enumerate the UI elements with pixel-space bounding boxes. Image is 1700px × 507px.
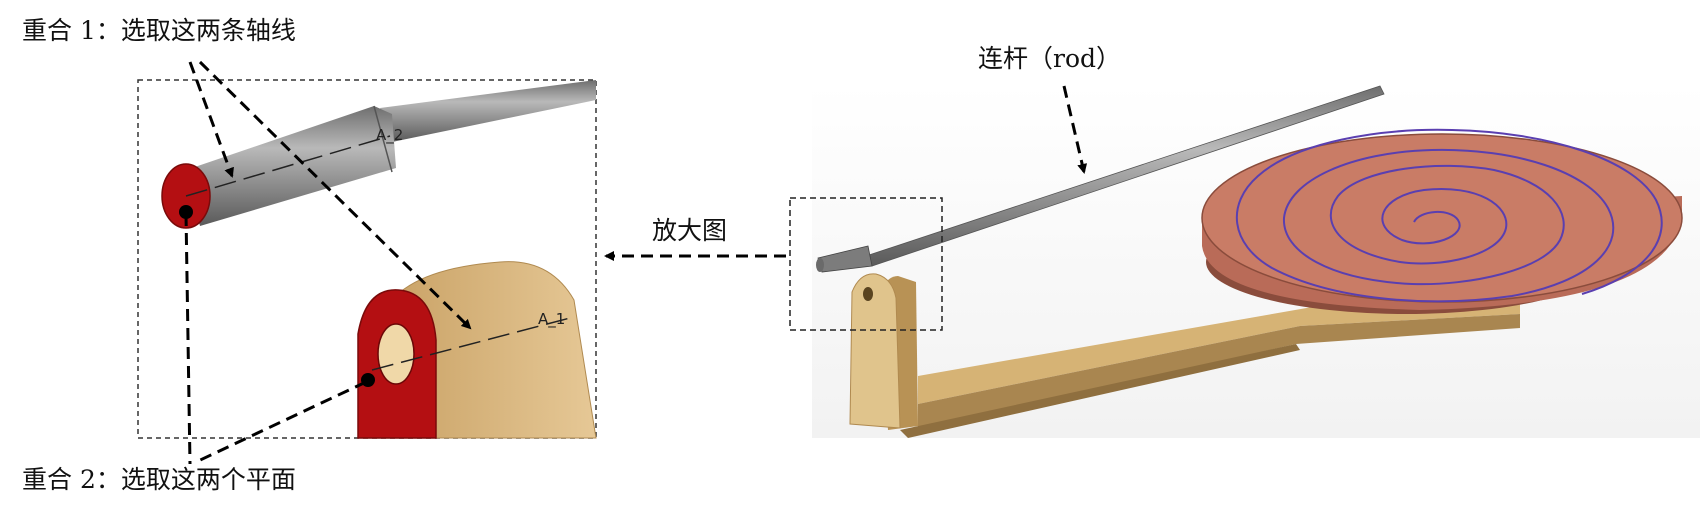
- coincident-1-label: 重合 1：选取这两条轴线: [22, 16, 296, 45]
- upright-bracket-hole: [863, 287, 873, 301]
- rod-closeup: A_2: [161, 80, 596, 229]
- enlarged-view-panel: A_2 A_1: [137, 79, 597, 439]
- rod-axis-line: [185, 135, 391, 197]
- rod-step-edge: [373, 105, 393, 173]
- plane-pick-dot-rod: [179, 205, 193, 219]
- assembly-view: [789, 84, 1700, 438]
- turntable-top: [1201, 133, 1683, 303]
- coincident-2-label: 重合 2：选取这两个平面: [22, 465, 296, 494]
- leader-from-rod-plane: [184, 213, 192, 465]
- connecting-rod: [816, 85, 1385, 273]
- rod-thin-shaft: [380, 80, 596, 142]
- upright-bracket-front: [849, 273, 901, 429]
- bracket-axis-tag: A_1: [538, 310, 565, 329]
- connecting-rod-end-face: [816, 258, 824, 272]
- base-arm-under: [900, 344, 1300, 438]
- coincident-1-leaders: [188, 60, 472, 330]
- turntable-spiral-groove: [1235, 128, 1663, 303]
- bracket-closeup: A_1: [357, 261, 597, 439]
- enlarged-view-label: 放大图: [652, 216, 728, 245]
- leader-to-rod-axis: [188, 61, 234, 178]
- leader-from-bracket-plane: [195, 380, 367, 464]
- zoom-region-box: [789, 197, 943, 331]
- bracket-side-face: [391, 261, 597, 439]
- base-arm-front: [918, 314, 1520, 428]
- bracket-hole: [377, 323, 415, 385]
- bracket-axis-line: [371, 317, 571, 371]
- coincident-2-leaders: [184, 213, 367, 465]
- rod-axis-tag: A_2: [376, 126, 403, 145]
- rod-label: 连杆（rod）: [978, 44, 1122, 73]
- leader-to-bracket-axis: [198, 60, 472, 330]
- rod-pointer-arrow: [1062, 85, 1088, 174]
- rod-shoulder: [186, 106, 396, 226]
